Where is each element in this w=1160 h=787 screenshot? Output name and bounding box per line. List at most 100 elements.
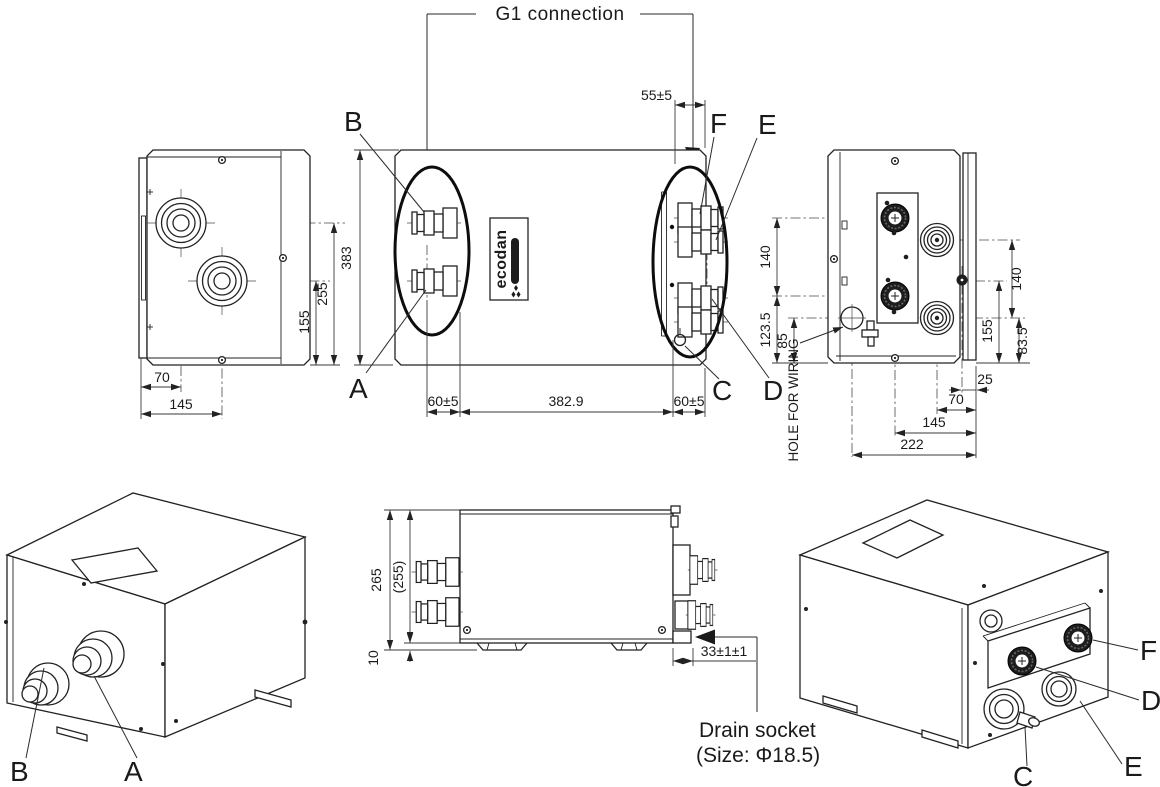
label-e: E: [758, 109, 777, 140]
pipe-connector-b-iso: [21, 662, 70, 706]
view-side: 265 (255) 10 33±1±1 Drain socket (Size: …: [365, 505, 820, 767]
connector-plate: [876, 192, 919, 324]
drain-arrow: [695, 629, 715, 645]
view-front: ecodan B A F E: [338, 87, 783, 417]
dim-265: 265: [368, 568, 384, 592]
screw-connector-d: [1007, 646, 1037, 676]
dim-55: 55±5: [641, 87, 672, 103]
dim-60-right: 60±5: [673, 393, 704, 409]
pipe-connector-a-iso: [72, 630, 125, 678]
screw: [890, 353, 900, 363]
air-vent-valve: [861, 320, 879, 347]
dim-70: 70: [154, 369, 170, 385]
screw-connector: [880, 203, 910, 233]
screw-connector: [880, 281, 910, 311]
dim-155-right: 155: [979, 319, 995, 343]
callout-ellipse-left: [393, 165, 471, 337]
foot: [921, 729, 959, 749]
part-labels: F D E C: [1013, 635, 1160, 787]
label-a: A: [349, 373, 368, 404]
tab: [670, 505, 681, 514]
view-iso-back-right: F D E C: [798, 499, 1160, 787]
label-f-iso: F: [1140, 635, 1157, 666]
dim-140-right: 140: [1008, 267, 1024, 291]
dim-25: 25: [977, 371, 993, 387]
mount-plate: [672, 544, 691, 596]
screw: [829, 254, 839, 264]
dim-10: 10: [365, 650, 381, 666]
round-emblem: [979, 609, 1003, 633]
drain-socket-size: (Size: Φ18.5): [696, 744, 820, 767]
cabinet-outline: [394, 149, 707, 366]
drain-socket: [672, 630, 692, 644]
label-d: D: [763, 375, 783, 406]
ecodan-logo-text: ecodan: [493, 229, 510, 288]
label-b: B: [344, 106, 363, 137]
pipe-fitting-b: [406, 207, 462, 239]
screw-dot: [669, 224, 675, 230]
tab: [670, 515, 679, 528]
label-f: F: [710, 108, 727, 139]
drain-socket-label: Drain socket: [699, 719, 816, 742]
plate-screw-dots: [884, 200, 909, 315]
label-a-iso: A: [124, 756, 143, 787]
label-b-iso: B: [10, 756, 29, 787]
dim-85: 85: [774, 333, 790, 349]
side-strip: [962, 152, 977, 361]
coil-connector: [919, 222, 955, 258]
pipe-fitting-right: [685, 600, 717, 630]
screw-dots: [804, 584, 1103, 737]
foot: [254, 689, 292, 708]
screw: [217, 355, 227, 365]
dim-123-5: 123.5: [757, 312, 773, 347]
dimensions: 265 (255) 10 33±1±1: [365, 509, 756, 666]
coil-connector-e-iso: [1041, 671, 1077, 707]
dim-33: 33±1±1: [701, 643, 748, 659]
hole-for-wiring-note: HOLE FOR WIRING: [786, 326, 844, 462]
callout-ellipse-right: [651, 165, 729, 359]
dim-222: 222: [900, 436, 924, 452]
view-back-panel: 140 123.5 85 140 155 83.5 25 70 145 222: [757, 149, 1030, 462]
g1-connection-callout: G1 connection: [420, 4, 700, 166]
dim-155: 155: [296, 310, 312, 334]
dimensions: 255 155 70 145: [140, 223, 340, 419]
screw-connector-f: [1063, 623, 1093, 653]
drain-hook: [673, 328, 687, 347]
drain-socket-callout: Drain socket (Size: Φ18.5): [695, 629, 820, 767]
logo-bar: [511, 238, 519, 284]
top-label-plate: [70, 547, 159, 584]
label-c-iso: C: [1013, 761, 1033, 787]
pipe-fitting-left: [410, 597, 464, 627]
drain-connector-c-iso: [983, 688, 1040, 730]
flange-marks: [147, 189, 153, 330]
dim-382-9: 382.9: [548, 393, 583, 409]
mitsubishi-mark: [511, 284, 521, 298]
screw: [890, 156, 900, 166]
dim-255-ref: (255): [390, 561, 406, 594]
dim-83-5: 83.5: [1014, 327, 1030, 354]
side-knob-center: [960, 278, 964, 282]
feet: [476, 642, 648, 651]
foot: [56, 726, 88, 742]
dimensions: 140 123.5 85 140 155 83.5 25 70 145 222: [757, 218, 1030, 459]
screw-dots: [4, 582, 308, 731]
pipe-fitting-left: [410, 557, 464, 587]
right-face: [164, 535, 306, 738]
tab: [841, 220, 848, 230]
hole-for-wiring-label: HOLE FOR WIRING: [786, 338, 801, 461]
dim-60-left: 60±5: [427, 393, 458, 409]
top-label-plate: [861, 519, 945, 559]
flange-slot: [141, 215, 146, 301]
dimensions: 383 55±5 60±5 382.9 60±5: [338, 87, 706, 417]
pipe-fitting-right: [687, 555, 719, 585]
g1-connection-label: G1 connection: [495, 4, 624, 25]
screw: [657, 625, 667, 635]
pipe-fitting-a: [406, 265, 462, 297]
screw-dot: [669, 282, 675, 288]
label-d-iso: D: [1141, 685, 1160, 716]
screw: [278, 253, 288, 263]
dim-145: 145: [169, 396, 193, 412]
hole-for-wiring: [838, 304, 866, 332]
foot: [822, 695, 858, 714]
